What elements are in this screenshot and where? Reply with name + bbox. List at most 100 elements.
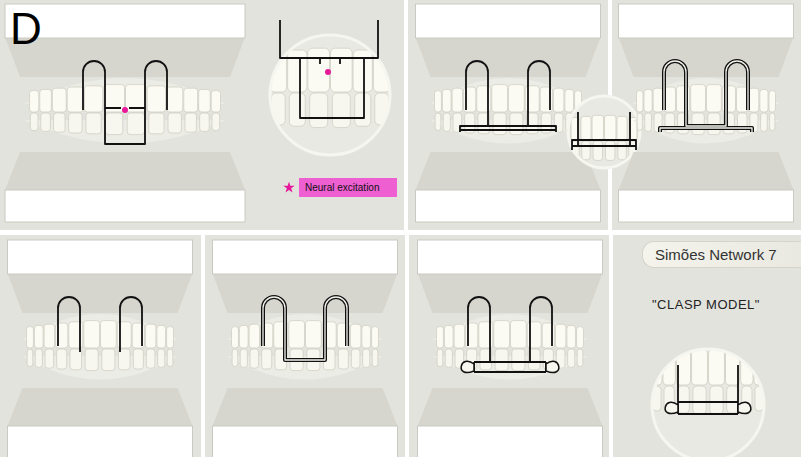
lower-tooth <box>149 113 164 134</box>
lower-tooth <box>770 113 775 131</box>
lower-tooth <box>256 93 268 124</box>
upper-tooth <box>350 324 360 348</box>
upper-tooth <box>492 85 508 112</box>
lower-tooth <box>708 113 720 135</box>
upper-tooth <box>605 115 616 140</box>
magnifier-rim <box>568 96 640 168</box>
excitation-dot <box>122 107 128 113</box>
upper-tooth <box>249 324 259 348</box>
lower-tooth <box>231 93 239 121</box>
wire-clasp <box>572 112 636 150</box>
lower-tooth <box>493 113 506 135</box>
lower-tooth <box>27 349 33 367</box>
upper-tooth <box>254 54 268 92</box>
upper-tooth <box>509 85 525 112</box>
lower-tooth <box>102 349 115 371</box>
upper-tooth <box>331 48 353 92</box>
lower-tooth <box>168 113 181 133</box>
lower-tooth <box>761 113 768 131</box>
upper-tooth <box>44 324 54 348</box>
wire-clasp <box>660 61 752 132</box>
upper-tooth <box>241 56 253 92</box>
upper-tooth <box>709 349 725 385</box>
lower-base <box>5 190 245 222</box>
upper-tooth <box>306 321 322 348</box>
upper-tooth <box>691 85 706 112</box>
lower-tooth <box>512 349 525 371</box>
upper-tooth <box>766 356 775 385</box>
lower-tooth <box>158 349 165 367</box>
upper-tooth <box>581 116 591 140</box>
lower-tooth <box>392 93 404 124</box>
upper-tooth <box>454 324 464 348</box>
lower-base-side <box>416 152 601 190</box>
lower-base <box>619 190 794 222</box>
upper-tooth <box>101 321 117 348</box>
lower-tooth <box>45 349 54 368</box>
lower-tooth <box>70 349 82 370</box>
upper-tooth <box>27 327 34 348</box>
upper-tooth <box>199 89 211 112</box>
clasp-pad <box>461 361 474 372</box>
lower-base <box>416 190 601 222</box>
lower-tooth <box>642 386 649 410</box>
upper-tooth <box>184 88 198 112</box>
upper-tooth <box>167 327 174 348</box>
upper-tooth <box>147 86 165 112</box>
lower-tooth <box>727 386 739 413</box>
lower-tooth <box>445 349 452 367</box>
lower-tooth <box>692 113 704 135</box>
upper-tooth <box>550 121 555 140</box>
magnifier-rim <box>652 349 764 457</box>
legend-swatch <box>283 182 295 194</box>
excitation-dot <box>325 69 331 75</box>
lower-tooth <box>85 349 98 371</box>
wire-clasp <box>460 61 556 132</box>
lower-tooth <box>645 113 652 131</box>
panel-ground <box>205 235 405 457</box>
upper-base-side <box>619 37 794 77</box>
lower-tooth <box>242 93 252 122</box>
lower-tooth <box>550 141 554 157</box>
lower-tooth <box>127 113 144 135</box>
panel-ground <box>0 235 201 457</box>
lower-tooth <box>310 93 328 128</box>
upper-tooth <box>592 115 603 140</box>
lower-tooth <box>693 386 706 414</box>
lower-base <box>418 426 603 457</box>
lower-tooth <box>338 349 348 369</box>
upper-tooth <box>452 88 462 112</box>
upper-tooth <box>353 50 372 92</box>
lower-base-side <box>619 152 794 190</box>
band-text: Simões Network 7 <box>655 246 793 263</box>
upper-tooth <box>362 325 371 348</box>
upper-tooth <box>749 88 759 112</box>
dental-model <box>619 4 794 222</box>
upper-tooth <box>288 50 307 92</box>
clasp-pad <box>546 361 559 372</box>
lower-tooth <box>35 349 42 367</box>
lower-tooth <box>351 349 360 368</box>
upper-tooth <box>444 325 453 348</box>
wire-clasp-inner <box>660 61 752 132</box>
lower-tooth <box>605 141 614 160</box>
upper-tooth <box>692 349 708 385</box>
upper-tooth <box>553 88 563 112</box>
upper-base <box>418 240 603 274</box>
title-band: Simões Network 7 <box>642 241 801 268</box>
upper-tooth <box>435 91 442 112</box>
lower-tooth <box>710 386 723 414</box>
upper-base-side <box>416 37 601 77</box>
dental-model <box>5 4 245 222</box>
lower-tooth <box>200 113 210 131</box>
clasp-pad <box>738 402 751 413</box>
upper-tooth <box>634 357 641 385</box>
lower-tooth <box>593 141 602 160</box>
panel-ground <box>409 235 609 457</box>
upper-tooth <box>760 89 768 112</box>
lower-base <box>213 426 398 457</box>
lower-tooth <box>212 113 220 131</box>
legend-text: Neural excitation <box>299 178 397 197</box>
clasp-pad <box>665 402 678 413</box>
upper-base <box>213 240 398 274</box>
